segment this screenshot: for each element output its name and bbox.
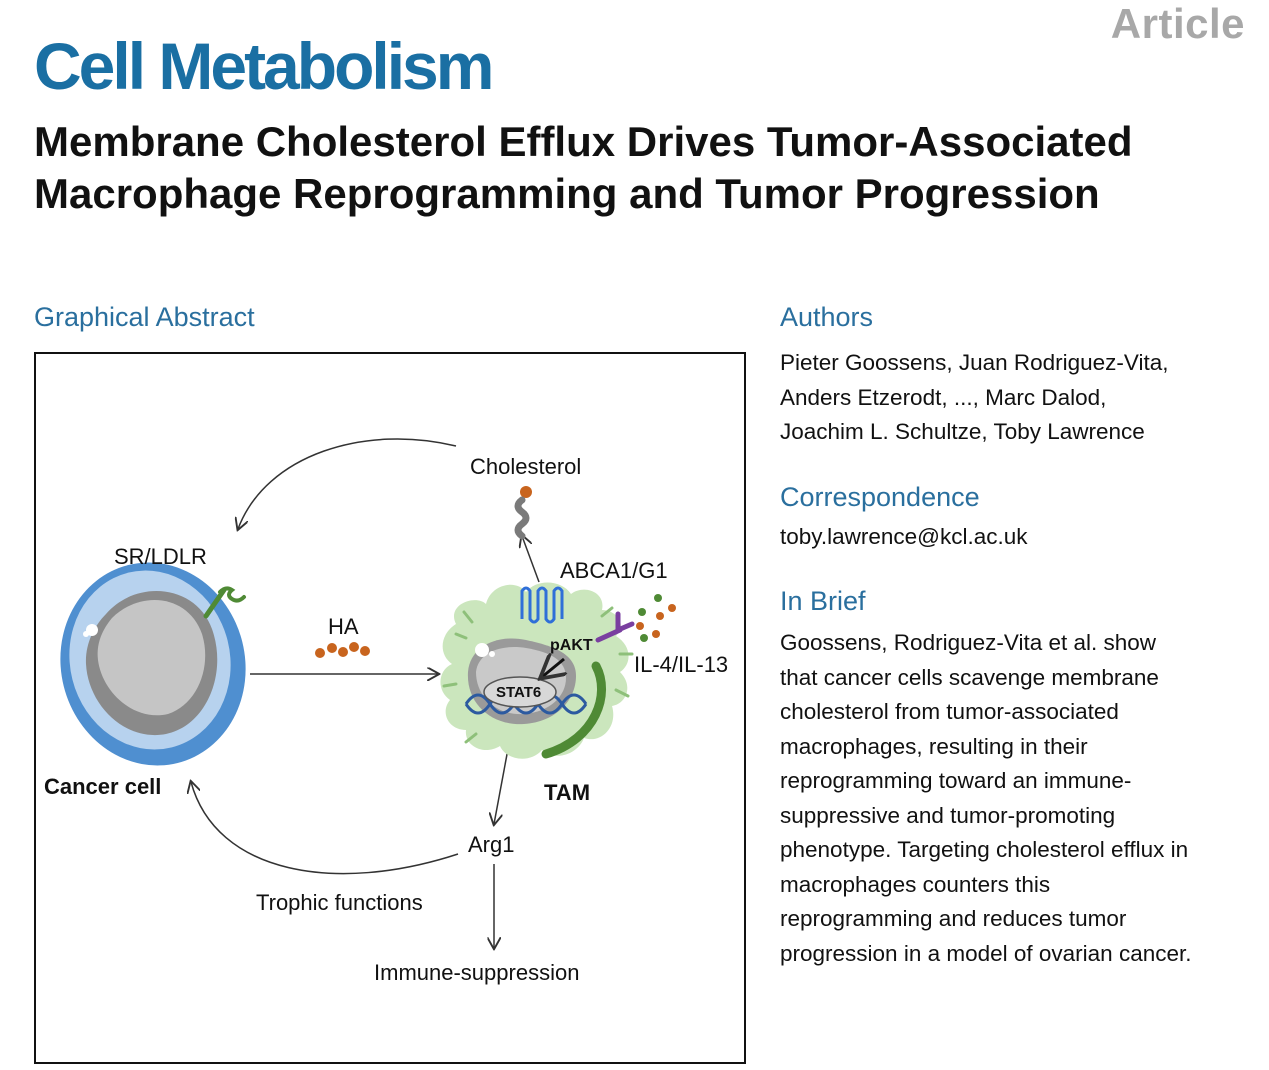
in-brief-line: reprogramming toward an immune- [780,768,1132,793]
graphical-abstract-heading: Graphical Abstract [34,302,255,332]
article-title: Membrane Cholesterol Efflux Drives Tumor… [34,118,1133,217]
cholesterol-molecule [514,486,532,540]
in-brief-line: macrophages, resulting in their [780,733,1088,759]
pakt-label: pAKT [550,637,593,654]
abca1-g1-transporter [520,586,564,624]
in-brief-line: Goossens, Rodriguez-Vita et al. show [780,630,1157,655]
authors-heading: Authors [780,302,874,332]
ha-label: HA [328,614,359,639]
in-brief-heading: In Brief [780,586,866,616]
in-brief-line: phenotype. Targeting cholesterol efflux … [780,837,1189,862]
il4-il13-receptor [595,611,635,643]
in-brief-line: progression in a model of ovarian cancer… [780,940,1192,966]
trophic-arrow [191,782,459,875]
article-type-label: Article [1110,0,1245,47]
cytokine-dots [636,594,676,642]
graphical-abstract-figure: Cholesterol SR/LDLR ABCA1/G1 HA pAKT IL-… [34,352,746,1064]
cancer-cell [60,562,246,766]
tam-cell [440,582,634,759]
graphical-abstract-diagram: Cholesterol SR/LDLR ABCA1/G1 HA pAKT IL-… [44,438,728,985]
correspondence-email[interactable]: toby.lawrence@kcl.ac.uk [780,524,1028,549]
il-label: IL-4/IL-13 [634,652,728,677]
pakt-arrow [542,659,564,677]
in-brief-line: macrophages counters this [780,871,1051,897]
correspondence-heading: Correspondence [780,482,980,512]
efflux-arrow [522,536,540,583]
stat6-protein [483,676,557,708]
sr-ldlr-receptor [203,586,246,619]
cholesterol-label: Cholesterol [470,454,581,479]
journal-name: Cell Metabolism [34,29,494,103]
trophic-label: Trophic functions [256,890,423,915]
cancer-cell-label: Cancer cell [44,774,161,799]
tam-label: TAM [544,780,590,805]
abca-label: ABCA1/G1 [560,558,668,583]
ha-molecules [315,642,370,658]
sr-ldlr-label: SR/LDLR [114,544,207,569]
in-brief-line: that cancer cells scavenge membrane [780,664,1159,690]
authors-list: Pieter Goossens, Juan Rodriguez-Vita, An… [780,346,1260,450]
author-line: Pieter Goossens, Juan Rodriguez-Vita, [780,350,1169,375]
arg1-label: Arg1 [468,832,514,857]
cholesterol-uptake-arrow [238,438,457,529]
in-brief-text: Goossens, Rodriguez-Vita et al. show tha… [780,626,1260,971]
immune-label: Immune-suppression [374,960,579,985]
in-brief-line: suppressive and tumor-promoting [780,802,1116,828]
author-line: Anders Etzerodt, ..., Marc Dalod, [780,384,1107,410]
in-brief-line: cholesterol from tumor-associated [780,699,1119,724]
in-brief-line: reprogramming and reduces tumor [780,906,1127,931]
stat6-label: STAT6 [496,684,541,701]
author-line: Joachim L. Schultze, Toby Lawrence [780,419,1145,444]
